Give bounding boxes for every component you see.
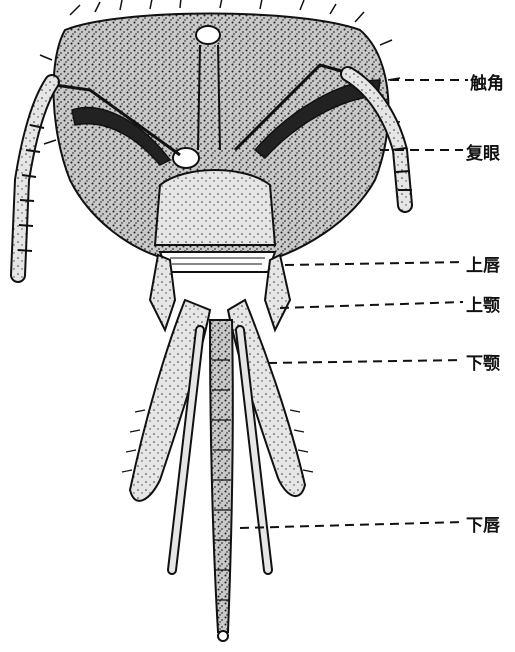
leader-maxilla <box>268 360 463 363</box>
label-labium: 下唇 <box>466 511 500 536</box>
glossa-flabellum <box>218 631 228 641</box>
leader-labrum <box>285 262 463 265</box>
label-maxilla: 下颚 <box>466 349 500 374</box>
clypeus <box>155 170 275 245</box>
leader-mandible <box>280 302 463 308</box>
glossa <box>210 320 233 632</box>
label-compound-eye: 复眼 <box>466 139 500 164</box>
mandible-right <box>265 255 290 330</box>
ocellus <box>196 26 220 44</box>
label-labrum: 上唇 <box>466 251 500 276</box>
label-antenna: 触角 <box>470 69 504 94</box>
label-mandible: 上颚 <box>466 291 500 316</box>
labrum <box>160 252 275 272</box>
antenna-left-inner <box>18 82 52 275</box>
leader-labium <box>240 522 463 528</box>
mandible-left <box>150 255 175 330</box>
